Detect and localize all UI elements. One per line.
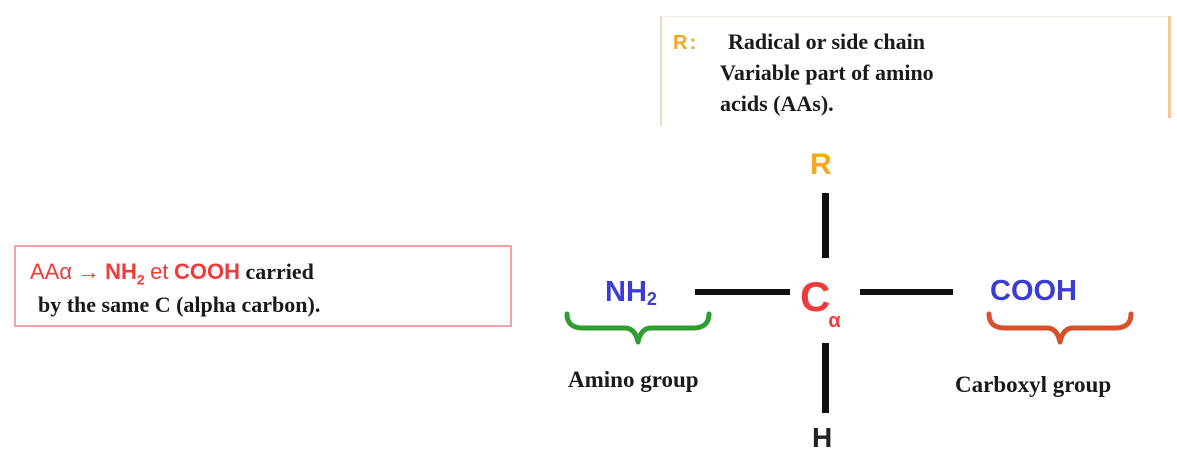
amino-group-label: Amino group bbox=[568, 367, 699, 392]
r-legend-symbol: R: bbox=[673, 32, 699, 54]
r-legend-line-1: Radical or side chain bbox=[728, 29, 926, 54]
alpha-carbon-main: C bbox=[800, 273, 831, 320]
amino-nh2-label: NH2 bbox=[605, 276, 657, 309]
r-legend-border-top bbox=[660, 16, 1170, 17]
r-legend-box: R: Radical or side chain Variable part o… bbox=[660, 16, 1171, 126]
aa-alpha-prefix: AAα bbox=[30, 259, 73, 284]
alpha-amino-acid-note-line-2: by the same C (alpha carbon). bbox=[38, 292, 321, 317]
note-nh2-main: NH bbox=[105, 259, 137, 284]
note-cooh: COOH bbox=[174, 259, 240, 284]
bond-c-nh2 bbox=[695, 289, 790, 295]
r-legend-line-3: acids (AAs). bbox=[720, 91, 834, 116]
alpha-amino-acid-note-line-1: AAα → NH2 et COOH carried bbox=[30, 259, 314, 287]
note-et: et bbox=[150, 259, 169, 284]
note-nh2: NH2 bbox=[105, 259, 145, 288]
note-carried: carried bbox=[245, 259, 314, 284]
arrow-icon: → bbox=[78, 259, 100, 284]
note-cooh-text: COOH bbox=[174, 259, 241, 284]
r-legend-border-right bbox=[1168, 16, 1171, 118]
amino-nh2-sub: 2 bbox=[646, 289, 657, 309]
alpha-carbon-label: Cα bbox=[800, 273, 841, 332]
side-chain-r-label: R bbox=[810, 148, 832, 181]
arrow-glyph: → bbox=[77, 259, 100, 284]
bond-c-cooh bbox=[860, 289, 953, 295]
carboxyl-group-label: Carboxyl group bbox=[955, 372, 1112, 397]
r-legend-border-left bbox=[660, 16, 662, 126]
r-legend-line-2: Variable part of amino bbox=[720, 60, 934, 85]
carboxyl-cooh-label: COOH bbox=[990, 275, 1077, 307]
r-legend-text: Radical or side chain Variable part of a… bbox=[720, 26, 1058, 119]
amino-nh2-main: NH bbox=[605, 276, 647, 308]
hydrogen-label: H bbox=[812, 422, 833, 453]
amino-brace-icon bbox=[564, 311, 712, 345]
note-nh2-sub: 2 bbox=[136, 271, 145, 288]
alpha-amino-acid-note-box: AAα → NH2 et COOH carried by the same C … bbox=[14, 245, 512, 327]
bond-c-r bbox=[822, 193, 829, 258]
bond-c-h bbox=[822, 343, 829, 413]
carboxyl-brace-icon bbox=[986, 311, 1134, 345]
alpha-carbon-sub: α bbox=[828, 310, 841, 332]
